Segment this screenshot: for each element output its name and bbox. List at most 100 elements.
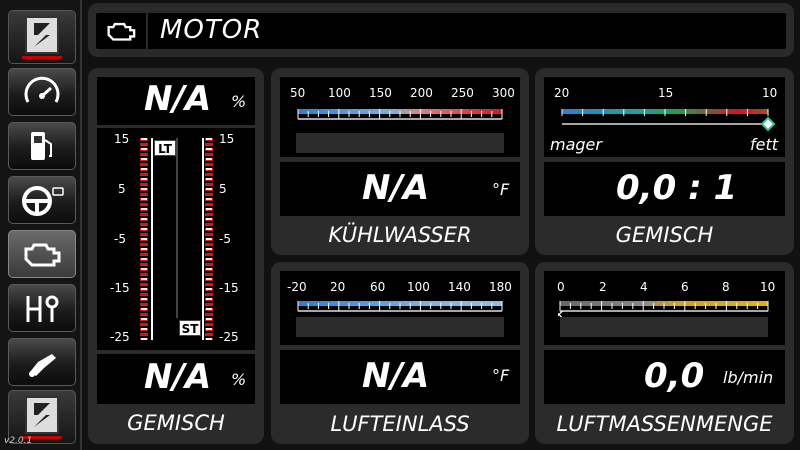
- air-intake-scale-label: 140: [448, 280, 471, 294]
- trim-scale-left-label: -5: [114, 232, 126, 246]
- sidebar-item-engine[interactable]: [8, 230, 76, 278]
- trim-white-tick: [141, 338, 147, 340]
- trim-scale-left-label: -15: [110, 281, 130, 295]
- coolant-value: N/A: [362, 168, 430, 208]
- air-intake-panel: -20 20 60 100 140 180 N/A °F LUFTEINLASS: [271, 262, 529, 444]
- maf-value: 0,0: [644, 356, 705, 396]
- trim-red-tick: [140, 203, 148, 206]
- trim-red-tick: [140, 223, 148, 226]
- trim-white-tick: [206, 218, 212, 220]
- coolant-scale: [297, 109, 503, 120]
- maf-zero-marker: ×: [558, 307, 565, 321]
- trim-white-tick: [206, 228, 212, 230]
- trim-red-tick: [140, 273, 148, 276]
- coolant-scale-label: 50: [290, 86, 306, 100]
- trim-bottom-value: N/A: [144, 357, 212, 397]
- air-intake-scale-label: -20: [287, 280, 307, 294]
- trim-white-tick: [206, 148, 212, 150]
- trim-red-tick: [205, 283, 213, 286]
- afr-scale-label: 10: [762, 86, 778, 100]
- trim-red-tick: [205, 193, 213, 196]
- trim-white-tick: [206, 308, 212, 310]
- trim-white-tick: [141, 168, 147, 170]
- air-intake-unit: °F: [492, 366, 510, 385]
- version-label: v2.0.1: [4, 436, 33, 446]
- air-intake-scale-label: 180: [489, 280, 512, 294]
- maf-scale-label: 6: [681, 280, 689, 294]
- afr-gauge: 20 15 10 mager fett: [544, 77, 785, 157]
- trim-white-tick: [141, 268, 147, 270]
- trim-white-tick: [141, 198, 147, 200]
- trim-red-tick: [205, 313, 213, 316]
- trim-white-tick: [206, 208, 212, 210]
- trim-scale-left-label: 5: [118, 182, 126, 196]
- trim-white-tick: [206, 238, 212, 240]
- trim-red-tick: [205, 323, 213, 326]
- trim-red-tick: [140, 293, 148, 296]
- afr-scale-label: 15: [658, 86, 674, 100]
- sidebar-item-refuel[interactable]: [8, 338, 76, 386]
- trim-red-tick: [140, 333, 148, 336]
- air-intake-scale-label: 20: [330, 280, 346, 294]
- air-intake-bar: [296, 317, 504, 337]
- steering-wheel-icon: [22, 186, 64, 216]
- trim-white-tick: [141, 188, 147, 190]
- trim-scale-right-label: -25: [219, 330, 239, 344]
- trim-red-tick: [205, 163, 213, 166]
- trim-red-tick: [205, 183, 213, 186]
- brand-logo-bottom[interactable]: [8, 390, 76, 444]
- sidebar-item-transmission[interactable]: [8, 284, 76, 332]
- trim-white-tick: [206, 288, 212, 290]
- sidebar-item-steering[interactable]: [8, 176, 76, 224]
- sidebar-item-dashboard[interactable]: [8, 68, 76, 116]
- trim-track-left: [151, 138, 153, 340]
- afr-readout: 0,0 : 1: [544, 162, 785, 216]
- trim-red-tick: [140, 313, 148, 316]
- coolant-scale-label: 250: [451, 86, 474, 100]
- maf-scale-label: 8: [722, 280, 730, 294]
- coolant-readout: N/A °F: [280, 162, 520, 216]
- trim-scale-right-label: -5: [219, 232, 231, 246]
- dashboard-gauge-icon: [24, 76, 60, 103]
- trim-red-tick: [205, 293, 213, 296]
- air-intake-gauge: -20 20 60 100 140 180: [280, 271, 520, 345]
- trim-red-tick: [205, 263, 213, 266]
- st-marker: ST: [179, 320, 201, 336]
- maf-scale-label: 4: [640, 280, 648, 294]
- trim-white-tick: [206, 178, 212, 180]
- trim-red-tick: [140, 183, 148, 186]
- trim-bottom-readout: N/A %: [97, 354, 255, 404]
- trim-white-tick: [206, 248, 212, 250]
- trim-white-tick: [206, 168, 212, 170]
- trim-red-tick: [205, 243, 213, 246]
- trim-red-tick: [205, 333, 213, 336]
- trim-red-tick: [205, 303, 213, 306]
- trim-red-tick: [140, 233, 148, 236]
- trim-red-tick: [140, 303, 148, 306]
- mass-airflow-panel: 0 2 4 6 8 10 × 0,0 lb/min LUFTMASSENMENG…: [535, 262, 794, 444]
- fuel-nozzle-icon: [29, 354, 56, 377]
- mass-airflow-gauge: 0 2 4 6 8 10 ×: [544, 271, 785, 345]
- trim-top-value: N/A: [144, 79, 212, 119]
- afr-pointer: [760, 116, 776, 132]
- coolant-scale-label: 150: [369, 86, 392, 100]
- trim-white-tick: [141, 238, 147, 240]
- brand-logo[interactable]: [8, 10, 76, 64]
- sidebar-item-fuel[interactable]: [8, 122, 76, 170]
- trim-scale-right: [205, 138, 213, 340]
- trim-white-tick: [141, 288, 147, 290]
- coolant-panel: 50 100 150 200 250 300 N/A °F KÜHLWASSER: [271, 68, 529, 255]
- mixture-trim-panel: N/A % 15 5 -5 -15 -25 15 5 -5 -15 -25 LT…: [88, 68, 264, 444]
- page-title: MOTOR: [160, 15, 263, 45]
- trim-white-tick: [206, 198, 212, 200]
- maf-scale-label: 0: [557, 280, 565, 294]
- trim-red-tick: [205, 203, 213, 206]
- trim-scale-right-label: -15: [219, 281, 239, 295]
- engine-icon: [107, 22, 136, 41]
- coolant-scale-label: 200: [410, 86, 433, 100]
- header: MOTOR: [88, 3, 794, 57]
- trim-top-readout: N/A %: [97, 77, 255, 125]
- trim-white-tick: [206, 278, 212, 280]
- trim-bottom-unit: %: [231, 370, 247, 389]
- trim-white-tick: [141, 328, 147, 330]
